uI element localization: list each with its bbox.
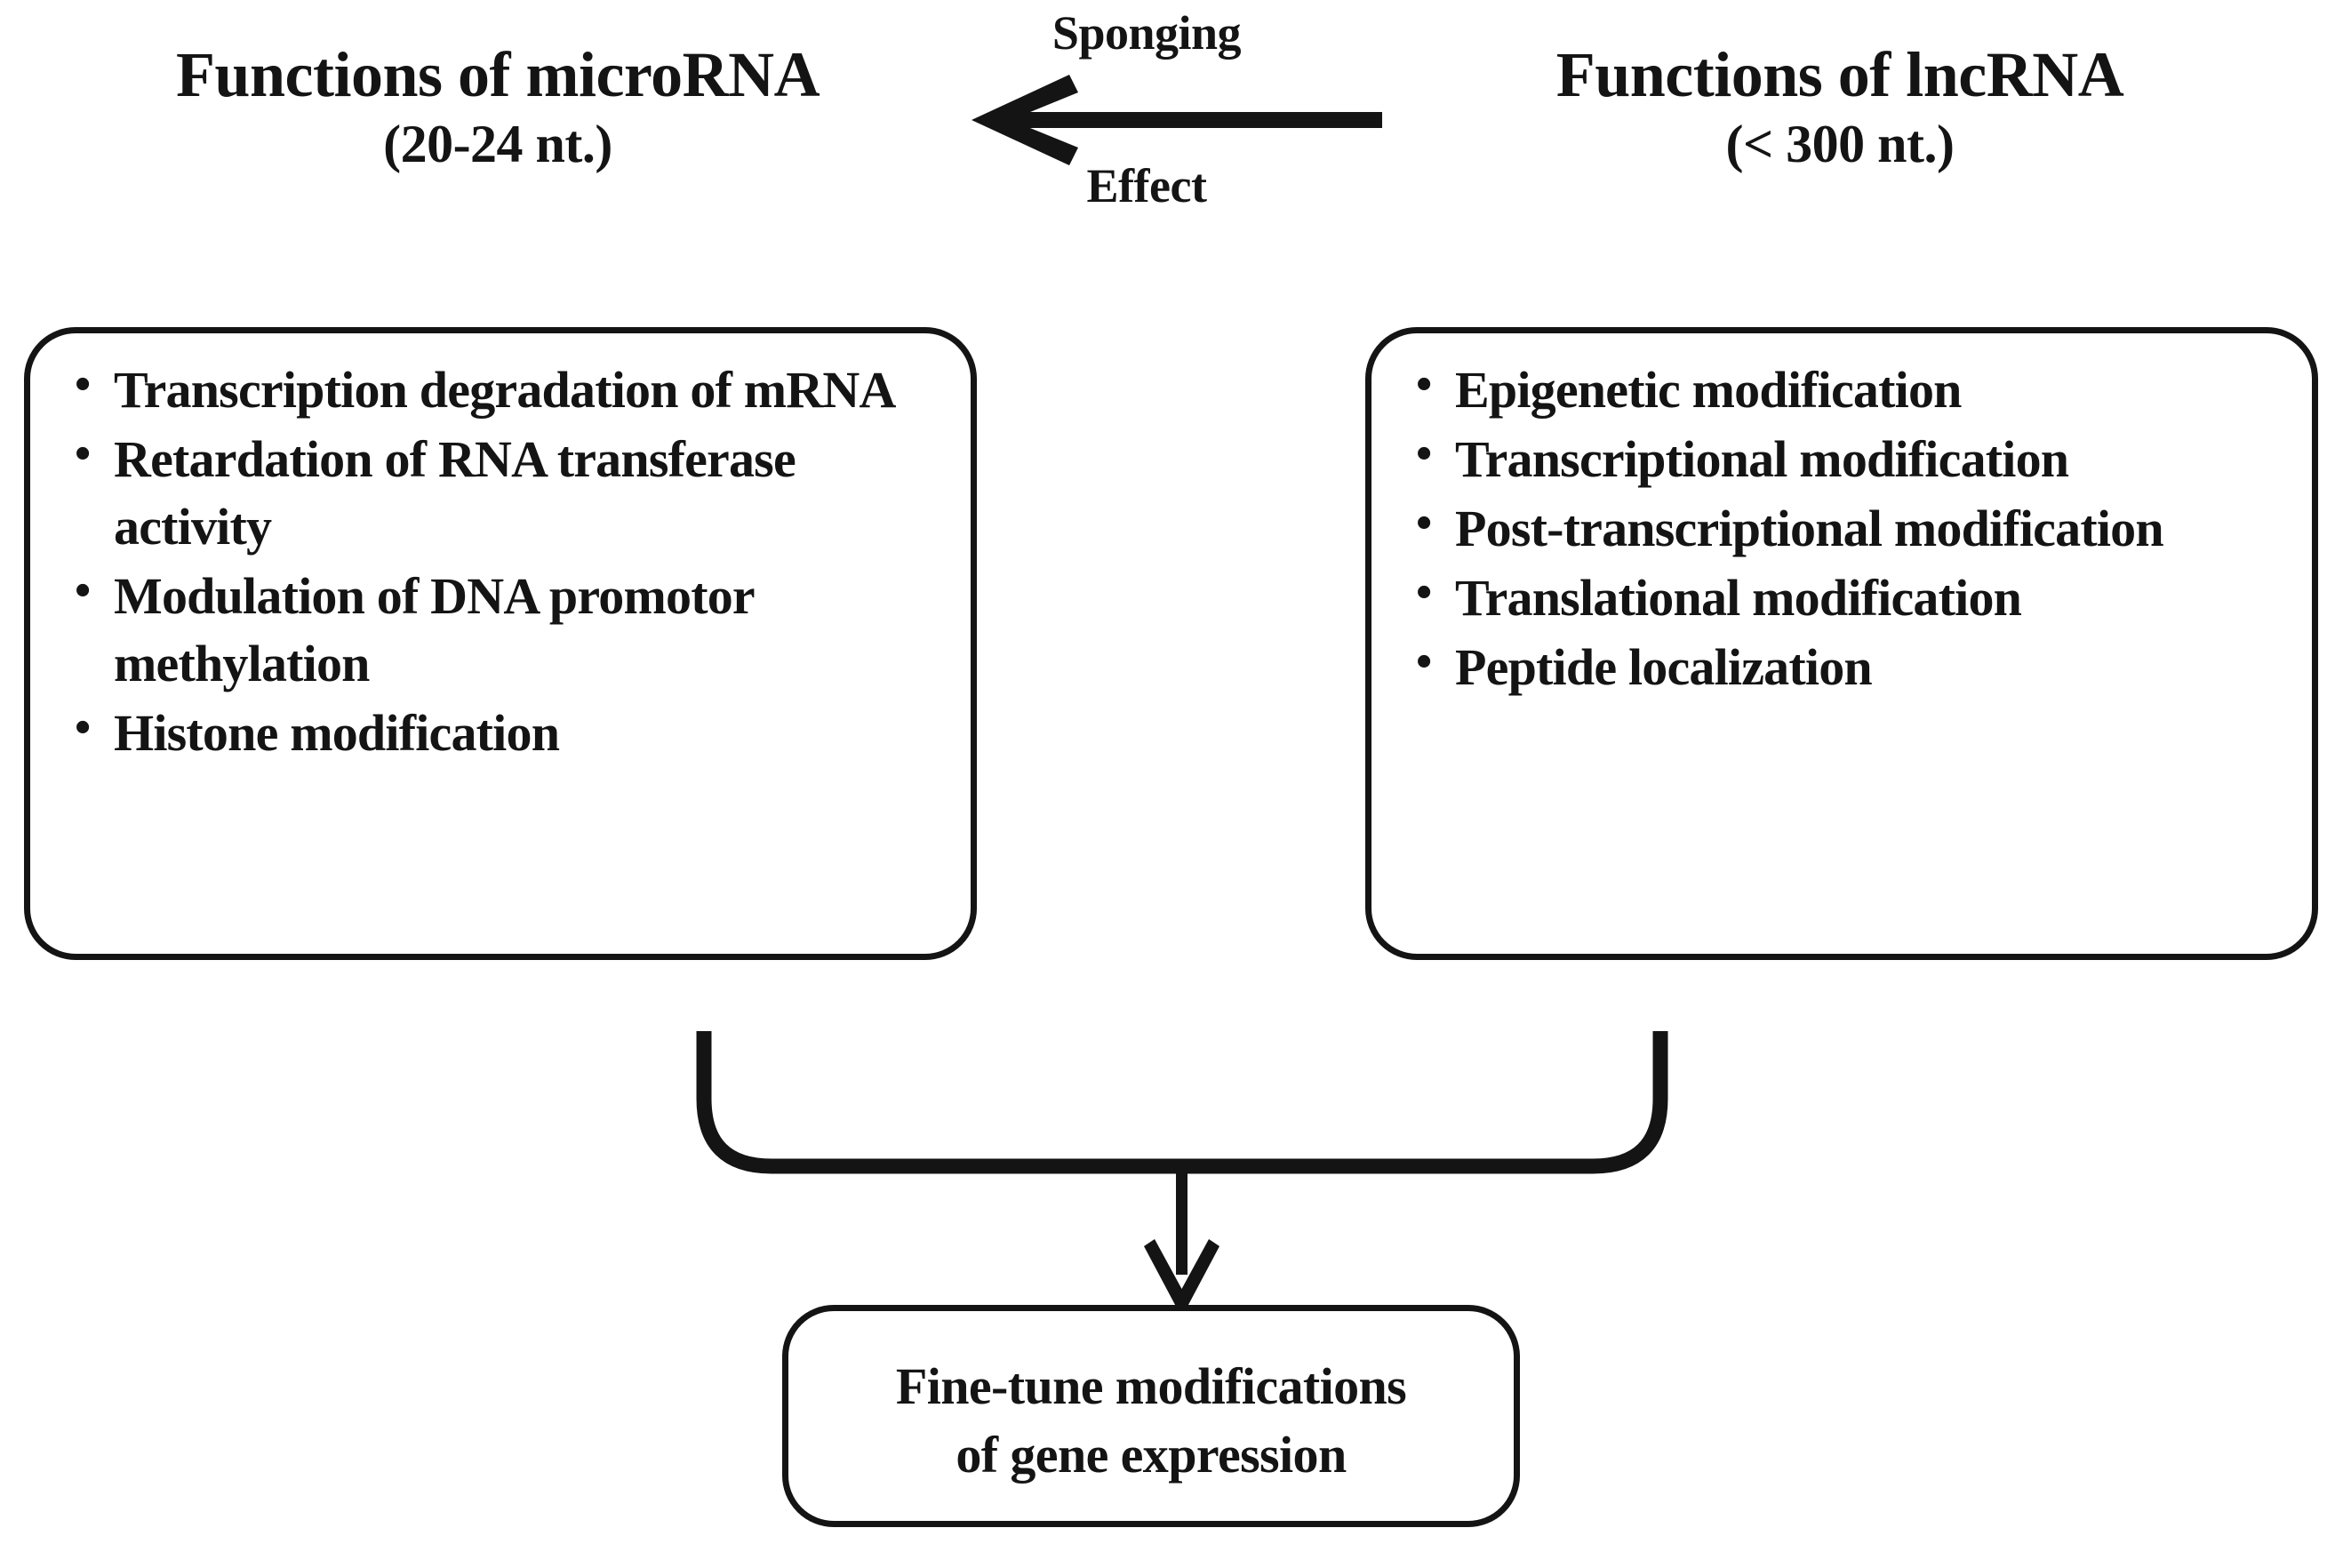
microrna-title-size: (20-24 nt.) [383,114,612,173]
lncrna-functions-box: Epigenetic modification Transcriptional … [1365,327,2318,960]
list-item: Epigenetic modification [1412,355,2282,424]
list-item: Peptide localization [1412,632,2282,701]
lncrna-title-name: Functions of lncRNA [1555,39,2124,110]
list-item: Post-transcriptional modification [1412,493,2282,563]
sponging-label: Sponging [1052,6,1242,60]
lncrna-title: Functions of lncRNA (< 300 nt.) [1369,39,2311,174]
effect-label: Effect [1086,159,1207,212]
outcome-text: Fine-tune modifications of gene expressi… [788,1352,1514,1489]
outcome-line-1: Fine-tune modifications [895,1357,1407,1415]
lncrna-title-size: (< 300 nt.) [1725,114,1955,173]
microrna-functions-box: Transcription degradation of mRNA Retard… [24,327,977,960]
down-arrow-icon [696,1031,1668,1317]
microrna-functions-list: Transcription degradation of mRNA Retard… [30,333,971,767]
microrna-title-name: Functions of microRNA [175,39,820,110]
list-item: Modulation of DNA promotor methylation [71,561,940,698]
list-item: Transcriptional modification [1412,424,2282,493]
lncrna-functions-list: Epigenetic modification Transcriptional … [1371,333,2312,701]
list-item: Histone modification [71,698,940,767]
list-item: Translational modification [1412,563,2282,632]
list-item: Retardation of RNA transferase activity [71,424,940,561]
left-arrow-icon [972,75,1382,165]
microrna-title: Functions of microRNA (20-24 nt.) [27,39,969,174]
outcome-line-2: of gene expression [956,1426,1347,1484]
outcome-box: Fine-tune modifications of gene expressi… [782,1305,1520,1527]
list-item: Transcription degradation of mRNA [71,355,940,424]
